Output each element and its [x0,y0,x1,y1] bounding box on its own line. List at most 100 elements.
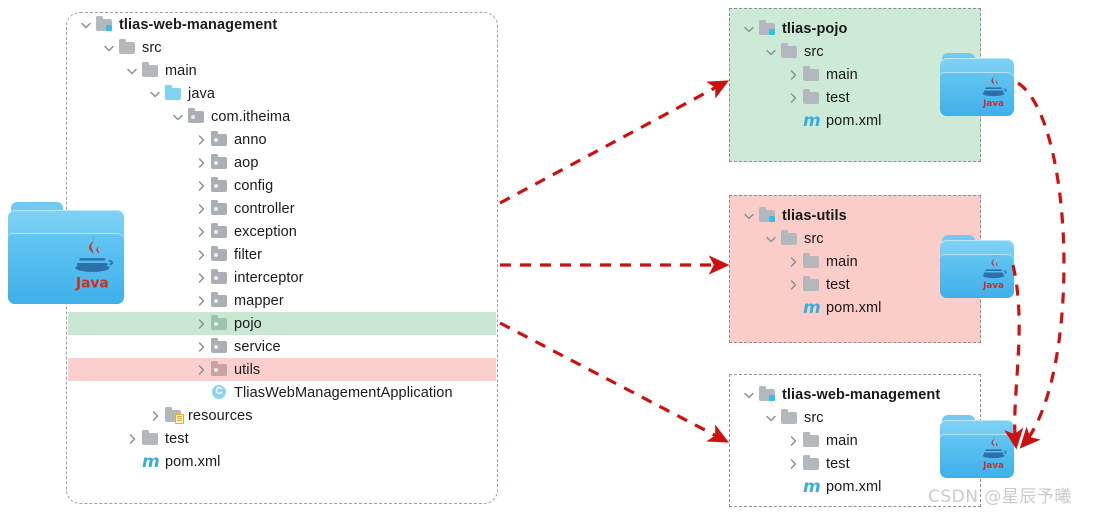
tree-row-label: service [234,338,281,355]
tree-row[interactable]: tlias-pojo [730,17,980,40]
chevron-right-icon[interactable] [194,202,208,216]
chevron-down-icon[interactable] [764,232,778,246]
chevron-right-icon[interactable] [786,434,800,448]
tree-row[interactable]: controller [67,197,497,220]
tree-row[interactable]: src [730,227,980,250]
chevron-right-icon[interactable] [194,156,208,170]
folder-icon [142,61,159,78]
chevron-down-icon[interactable] [125,64,139,78]
tree-row[interactable]: test [730,273,980,296]
tree-row-label: main [826,66,858,83]
chevron-right-icon[interactable] [786,68,800,82]
chevron-down-icon[interactable] [764,411,778,425]
folder-icon [781,42,798,59]
package-icon [211,199,228,216]
chevron-right-icon[interactable] [194,294,208,308]
tree-row[interactable]: pojo [67,312,497,335]
sources-folder-icon [165,84,182,101]
tree-row[interactable]: com.itheima [67,105,497,128]
chevron-down-icon[interactable] [742,209,756,223]
folder-icon [803,454,820,471]
chevron-down-icon[interactable] [742,388,756,402]
tree-row[interactable]: tlias-web-management [67,13,497,36]
chevron-right-icon[interactable] [194,179,208,193]
tree-row[interactable]: anno [67,128,497,151]
row-highlight [68,358,496,381]
folder-icon [803,252,820,269]
chevron-right-icon[interactable] [786,457,800,471]
chevron-right-icon[interactable] [194,340,208,354]
chevron-right-icon[interactable] [125,432,139,446]
tree-row[interactable]: tlias-utils [730,204,980,227]
tree-row[interactable]: test [730,452,980,475]
tree-row[interactable]: service [67,335,497,358]
module-folder-icon [96,15,113,32]
folder-icon [803,65,820,82]
package-icon [211,268,228,285]
java-class-icon: C [211,385,228,400]
tree-row[interactable]: mapper [67,289,497,312]
arrow-dependency-pojo-to-web [1017,81,1066,449]
maven-icon: m [803,476,821,497]
tree-row[interactable]: src [730,40,980,63]
java-logo-icon: Java [978,434,1009,470]
tree-row-label: config [234,177,274,194]
chevron-right-icon[interactable] [194,248,208,262]
tree-row[interactable]: test [67,427,497,450]
folder-icon [781,408,798,425]
java-folder-icon-pojo: Java [940,52,1014,116]
package-icon [188,107,205,124]
folder-icon [781,229,798,246]
chevron-right-icon[interactable] [194,363,208,377]
tree-row[interactable]: aop [67,151,497,174]
chevron-right-icon[interactable] [194,225,208,239]
tree-row[interactable]: main [730,429,980,452]
tree-row[interactable]: test [730,86,980,109]
tree-row[interactable]: resources [67,404,497,427]
chevron-right-icon[interactable] [194,317,208,331]
tree-row-label: java [188,85,215,102]
chevron-right-icon[interactable] [786,91,800,105]
tree-row-label: tlias-web-management [782,386,941,403]
chevron-down-icon[interactable] [102,41,116,55]
tree-row-label: anno [234,131,267,148]
tree-row[interactable]: src [67,36,497,59]
package-icon [211,153,228,170]
tree-row-label: pojo [234,315,262,332]
tree-row[interactable]: config [67,174,497,197]
tree-row[interactable]: tlias-web-management [730,383,980,406]
chevron-down-icon[interactable] [742,22,756,36]
tree-row[interactable]: src [730,406,980,429]
chevron-right-icon[interactable] [194,271,208,285]
chevron-down-icon[interactable] [171,110,185,124]
tree-row-label: tlias-utils [782,207,847,224]
tree-row[interactable]: main [730,63,980,86]
chevron-right-icon[interactable] [148,409,162,423]
tree-row-label: test [826,455,850,472]
chevron-down-icon[interactable] [79,18,93,32]
tree-row[interactable]: filter [67,243,497,266]
tree-row[interactable]: utils [67,358,497,381]
chevron-right-icon[interactable] [786,278,800,292]
tree-row-label: filter [234,246,262,263]
chevron-right-icon[interactable] [786,255,800,269]
tree-row[interactable]: main [67,59,497,82]
tree-row[interactable]: exception [67,220,497,243]
tree-row[interactable]: interceptor [67,266,497,289]
chevron-right-icon[interactable] [194,133,208,147]
tree-row-label: test [826,276,850,293]
chevron-down-icon[interactable] [764,45,778,59]
tree-row[interactable]: main [730,250,980,273]
chevron-down-icon[interactable] [148,87,162,101]
tree-row[interactable]: java [67,82,497,105]
